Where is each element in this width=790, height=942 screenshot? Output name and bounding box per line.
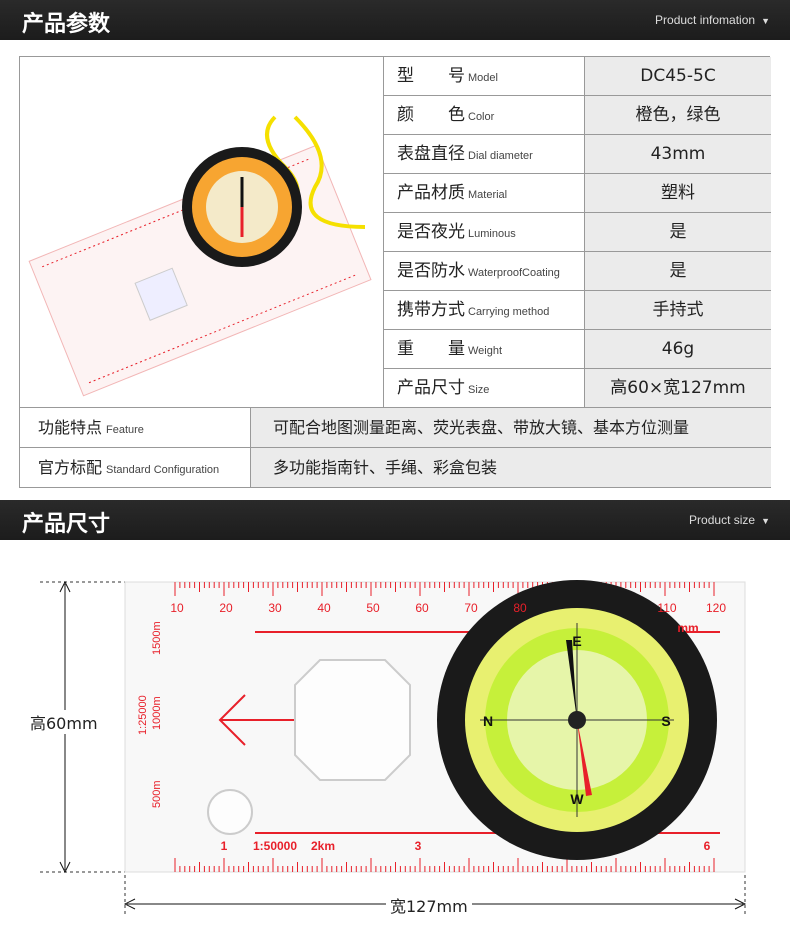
spec-label-cn: 产品材质	[397, 183, 465, 203]
spec-label-en: Carrying method	[468, 306, 550, 318]
ruler-side-label: 500m	[151, 780, 163, 808]
spec-value: 43mm	[585, 135, 771, 173]
caret-down-icon: ▼	[761, 516, 770, 526]
compass-dial	[437, 580, 717, 860]
cardinal-label: E	[572, 633, 581, 649]
spec-value: 橙色，绿色	[585, 96, 771, 134]
section-title: 产品尺寸	[22, 512, 111, 537]
subtitle-text: Product infomation	[655, 13, 756, 27]
spec-label-cn: 重 量	[397, 339, 465, 359]
ruler-side-label: 1000m	[151, 696, 163, 730]
ruler-tick-label: 50	[366, 601, 380, 615]
dimension-diagram: 10 20 30 40 50 60 70 80 110 120 mm 1 1:50000 2km 3 6 150…	[40, 580, 747, 915]
feature-label-cn: 官方标配	[38, 458, 103, 477]
spec-value: 是	[585, 213, 771, 251]
ruler-bottom-label: 1:50000	[253, 839, 297, 853]
spec-label-en: Material	[468, 189, 508, 201]
spec-value: 是	[585, 252, 771, 290]
ruler-bottom-label: 2km	[311, 839, 335, 853]
spec-value: DC45-5C	[585, 57, 771, 95]
spec-label-en: Luminous	[468, 228, 516, 240]
section-header-product-info: 产品参数 Product infomation ▼	[0, 0, 790, 40]
spec-value: 手持式	[585, 291, 771, 329]
spec-value: 塑料	[585, 174, 771, 212]
section-title: 产品参数	[22, 12, 111, 37]
ruler-tick-label: 70	[464, 601, 478, 615]
feature-value: 可配合地图测量距离、荧光表盘、带放大镜、基本方位测量	[251, 408, 771, 447]
compass-photo-icon	[28, 115, 372, 397]
spec-label-cn: 携带方式	[397, 300, 465, 320]
feature-label-en: Standard Configuration	[106, 464, 220, 476]
spec-label-en: Model	[468, 72, 498, 84]
caret-down-icon: ▼	[761, 16, 770, 26]
ruler-side-label: 1500m	[151, 621, 163, 655]
ruler-tick-label: 10	[170, 601, 184, 615]
section-subtitle[interactable]: Product size ▼	[689, 513, 770, 527]
section-subtitle[interactable]: Product infomation ▼	[655, 13, 770, 27]
feature-label-en: Feature	[106, 424, 144, 436]
ruler-tick-label: 110	[657, 601, 676, 615]
height-dimension-label: 高60mm	[26, 710, 102, 734]
ruler-tick-label: 80	[513, 601, 527, 615]
ruler-tick-label: 60	[415, 601, 429, 615]
cardinal-label: N	[483, 713, 493, 729]
cardinal-label: W	[570, 791, 584, 807]
ruler-tick-label: 20	[219, 601, 233, 615]
ruler-tick-label: 40	[317, 601, 331, 615]
spec-label-en: Size	[468, 384, 490, 396]
spec-label-cn: 颜 色	[397, 105, 465, 125]
spec-value: 46g	[585, 330, 771, 368]
ruler-tick-label: 30	[268, 601, 282, 615]
section-header-product-size: 产品尺寸 Product size ▼	[0, 500, 790, 540]
product-photo	[20, 57, 384, 408]
spec-label-cn: 表盘直径	[397, 144, 465, 164]
spec-value: 高60×宽127mm	[585, 369, 771, 407]
subtitle-text: Product size	[689, 513, 756, 527]
spec-label-en: Weight	[468, 345, 503, 357]
spec-label-en: WaterproofCoating	[468, 267, 560, 279]
ruler-bottom-label: 1	[221, 839, 228, 853]
ruler-unit-label: mm	[677, 621, 698, 635]
ruler-bottom-label: 6	[704, 839, 711, 853]
ruler-bottom-label: 3	[415, 839, 422, 853]
magnifier-lens	[294, 659, 411, 781]
ruler-side-label: 1:25000	[137, 695, 149, 735]
spec-label-cn: 是否防水	[397, 261, 465, 281]
spec-label-cn: 是否夜光	[397, 222, 465, 242]
direction-arrow-icon	[218, 694, 300, 746]
feature-value: 多功能指南针、手绳、彩盒包装	[251, 448, 771, 487]
feature-label-cn: 功能特点	[38, 418, 103, 437]
width-dimension-label: 宽127mm	[386, 893, 472, 917]
spec-label-en: Color	[468, 111, 495, 123]
ruler-tick-label: 120	[706, 601, 726, 615]
spec-label-cn: 型 号	[397, 66, 465, 86]
spec-label-cn: 产品尺寸	[397, 378, 465, 398]
cardinal-label: S	[661, 713, 670, 729]
spec-label-en: Dial diameter	[468, 150, 533, 162]
